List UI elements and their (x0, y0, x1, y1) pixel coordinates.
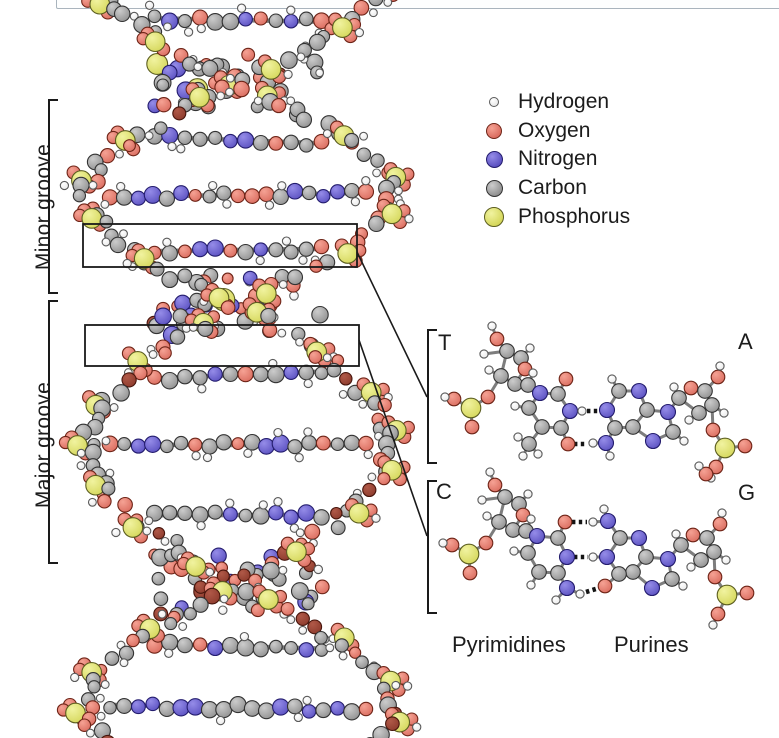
legend-item-carbon: Carbon (481, 174, 630, 203)
legend-label: Oxygen (518, 118, 591, 142)
phosphorus-atom-icon (484, 206, 504, 227)
hydrogen-atom-icon (489, 97, 499, 108)
callout-line-ta (356, 251, 428, 398)
zoom-box-ta (82, 223, 358, 268)
legend-label: Phosphorus (518, 204, 631, 228)
atom-legend: Hydrogen Oxygen Nitrogen Carbon Phosphor… (481, 88, 630, 231)
purines-label: Purines (614, 632, 689, 657)
ta-panel-bracket (427, 329, 437, 464)
legend-item-hydrogen: Hydrogen (481, 88, 630, 117)
pyrimidines-label: Pyrimidines (452, 632, 566, 657)
annotation-overlay (48, 99, 437, 614)
legend-label: Carbon (518, 176, 587, 200)
legend-item-phosphorus: Phosphorus (481, 202, 630, 231)
legend-item-oxygen: Oxygen (481, 117, 630, 146)
cropped-panel-edge (56, 0, 779, 9)
callout-line-cg (358, 339, 428, 537)
nitrogen-atom-icon (485, 150, 503, 168)
legend-label: Hydrogen (518, 90, 610, 114)
helix-backbones (56, 0, 422, 738)
ta-base-pair-molecule (440, 321, 753, 483)
major-groove-label: Major groove (32, 381, 55, 509)
minor-groove-bracket (48, 99, 58, 294)
oxygen-atom-icon (486, 122, 502, 139)
thymine-label: T (438, 330, 452, 355)
zoom-box-cg (84, 324, 360, 367)
cg-panel-bracket (427, 480, 437, 614)
cytosine-label: C (436, 479, 452, 504)
minor-groove-label: Minor groove (32, 143, 55, 271)
legend-label: Nitrogen (518, 147, 598, 171)
major-groove-bracket (48, 300, 58, 564)
adenine-label: A (738, 329, 753, 354)
guanine-label: G (738, 480, 756, 505)
cg-base-pair-molecule (438, 461, 755, 630)
legend-item-nitrogen: Nitrogen (481, 145, 630, 174)
carbon-atom-icon (485, 179, 503, 197)
